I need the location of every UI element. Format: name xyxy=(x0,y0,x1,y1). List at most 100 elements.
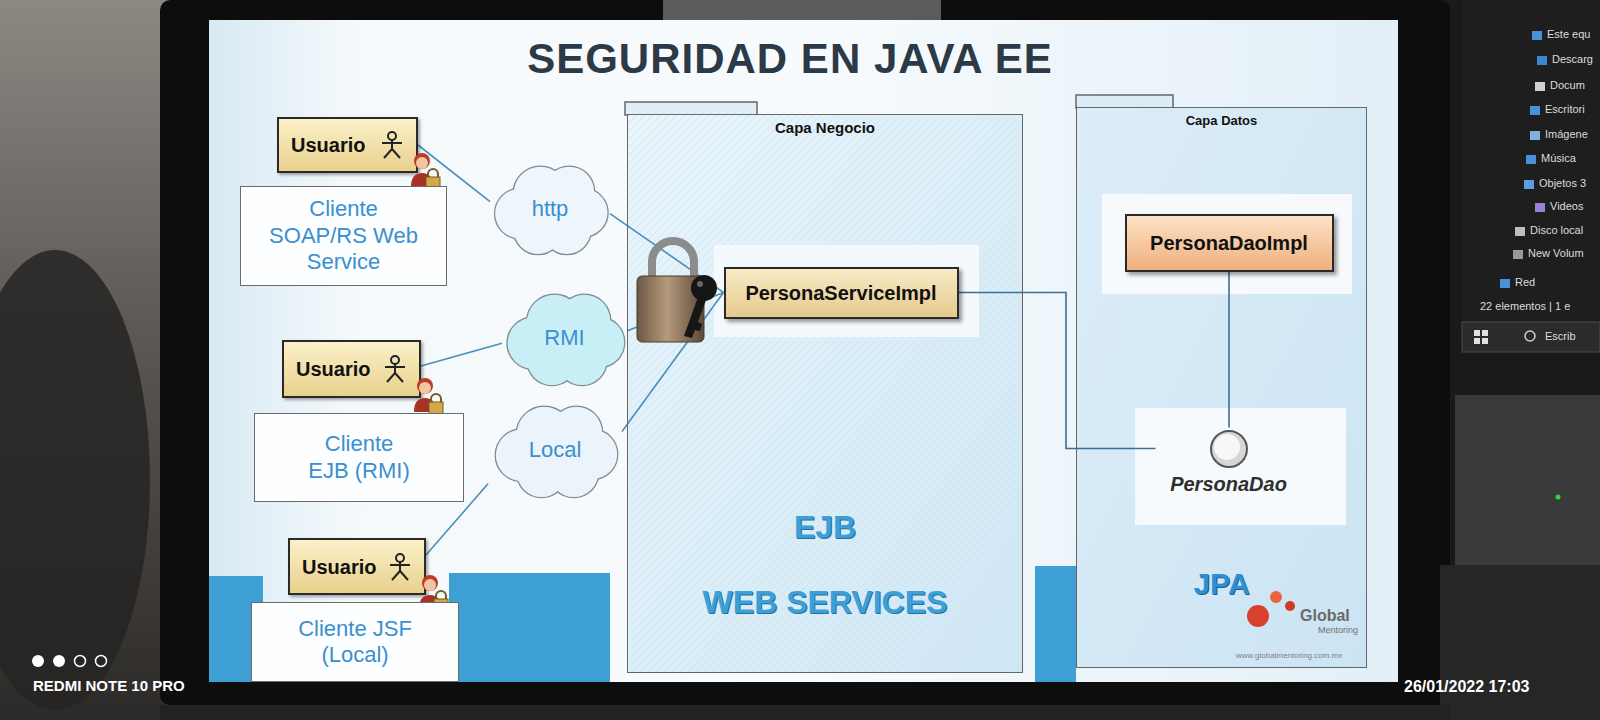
cloud-lobe xyxy=(525,420,590,485)
badge-hair xyxy=(417,378,433,394)
explorer-icon xyxy=(1500,279,1510,288)
explorer-icon xyxy=(1526,155,1536,164)
desk-edge xyxy=(160,705,1450,720)
connector-line xyxy=(959,293,1156,449)
badge-face xyxy=(419,382,431,394)
package-fill xyxy=(627,114,1023,673)
client-box: Cliente JSF (Local) xyxy=(251,602,459,682)
protocol-cloud: Local xyxy=(488,403,622,498)
client-box: Cliente SOAP/RS Web Service xyxy=(240,186,447,286)
actor-body xyxy=(385,364,405,382)
explorer-item: Disco local xyxy=(1530,224,1583,237)
explorer-icon xyxy=(1535,82,1545,91)
package-text: WEB SERVICES xyxy=(628,583,1022,621)
component-label: PersonaDaoImpl xyxy=(1150,231,1308,255)
package-text: Capa Negocio xyxy=(628,119,1022,137)
explorer-panel xyxy=(1462,0,1600,352)
actor-head xyxy=(391,356,399,364)
connector-line xyxy=(421,343,502,366)
package-hatch xyxy=(627,114,1023,673)
cloud-outline xyxy=(496,407,617,497)
explorer-icon xyxy=(1530,106,1540,115)
actor-body xyxy=(390,562,410,580)
secure-user-badge xyxy=(411,376,445,416)
blue-bar xyxy=(449,573,610,682)
interface-shine xyxy=(1214,434,1240,460)
key-head xyxy=(691,275,717,301)
cloud-lobe xyxy=(535,308,600,373)
lock-shackle xyxy=(652,241,694,280)
blue-bar xyxy=(1035,566,1076,682)
camera-dot xyxy=(75,656,86,667)
photo-timestamp: 26/01/2022 17:03 xyxy=(1404,677,1529,696)
package-fill xyxy=(1076,107,1367,668)
package-text: JPA xyxy=(1077,566,1366,602)
cloud-lobe xyxy=(521,180,584,243)
explorer-icon xyxy=(1530,131,1540,140)
badge-hair xyxy=(414,153,430,169)
actor-box: Usuario xyxy=(288,538,426,595)
logo-subtext: Mentoring xyxy=(1318,625,1358,636)
camera-watermark: REDMI NOTE 10 PRO xyxy=(33,677,185,695)
cloud-fill xyxy=(495,167,607,254)
interface-circle xyxy=(1208,428,1250,470)
protocol-cloud: http xyxy=(490,163,610,255)
desk-ground xyxy=(1440,565,1600,720)
status-led xyxy=(1556,495,1561,500)
actor-head xyxy=(388,132,396,140)
layer-package: Capa NegocioEJBWEB SERVICESPersonaServic… xyxy=(627,114,1023,673)
badge-face xyxy=(424,579,436,591)
layer-package: Capa DatosJPA PersonaDaoImplPersonaDao xyxy=(1076,107,1367,668)
actor-box: Usuario xyxy=(282,340,421,398)
package-text: Capa Datos xyxy=(1077,113,1366,129)
slide-title: SEGURIDAD EN JAVA EE xyxy=(480,34,1100,84)
monitor-bezel xyxy=(160,0,1450,705)
client-label: Cliente JSF (Local) xyxy=(297,616,413,669)
explorer-item: Escritori xyxy=(1545,103,1585,116)
logo-url: www.globalmentoring.com.mx xyxy=(1236,651,1342,661)
explorer-item: Imágene xyxy=(1545,128,1588,141)
explorer-icon xyxy=(1513,250,1523,259)
interface-label: PersonaDao xyxy=(1170,472,1287,496)
windows-logo xyxy=(1474,338,1480,344)
explorer-item: New Volum xyxy=(1528,247,1584,260)
logo-text: Global xyxy=(1300,606,1350,625)
actor-head xyxy=(396,554,404,562)
explorer-item: Videos xyxy=(1550,200,1583,213)
status-text: 22 elementos | 1 e xyxy=(1480,300,1570,313)
cloud-fill xyxy=(496,407,617,497)
monitor-tab xyxy=(663,0,941,20)
camera-dot xyxy=(32,655,44,667)
explorer-icon xyxy=(1535,203,1545,212)
connector-line xyxy=(1228,272,1230,428)
explorer-icon xyxy=(1532,31,1542,40)
protocol-label: RMI xyxy=(544,325,584,351)
actor-label: Usuario xyxy=(302,555,376,579)
key-shaft xyxy=(684,297,706,338)
badge-face xyxy=(416,157,428,169)
cloud-outline xyxy=(495,167,607,254)
key-hole xyxy=(697,281,703,287)
interface-ring xyxy=(1211,431,1247,467)
explorer-icon xyxy=(1537,56,1547,65)
search-icon xyxy=(1525,331,1535,341)
cloud-lobe xyxy=(535,308,600,373)
actor-label: Usuario xyxy=(291,133,365,157)
client-label: Cliente SOAP/RS Web Service xyxy=(269,196,419,275)
windows-logo xyxy=(1482,338,1488,344)
protocol-cloud: RMI xyxy=(502,291,627,386)
protocol-label: Local xyxy=(529,437,582,463)
component-label: PersonaServiceImpl xyxy=(745,281,936,305)
highlight-panel xyxy=(1135,408,1346,525)
camera-dot xyxy=(96,656,107,667)
camera-dot xyxy=(53,655,65,667)
explorer-icon xyxy=(1515,227,1525,236)
logo-globe xyxy=(1285,601,1295,611)
highlight-panel xyxy=(1102,194,1352,294)
actor-icon xyxy=(388,553,412,581)
cloud-lobe xyxy=(521,180,584,243)
explorer-item: Docum xyxy=(1550,79,1585,92)
windows-logo xyxy=(1474,330,1480,336)
windows-logo xyxy=(1482,330,1488,336)
cloud-outline xyxy=(508,295,625,385)
